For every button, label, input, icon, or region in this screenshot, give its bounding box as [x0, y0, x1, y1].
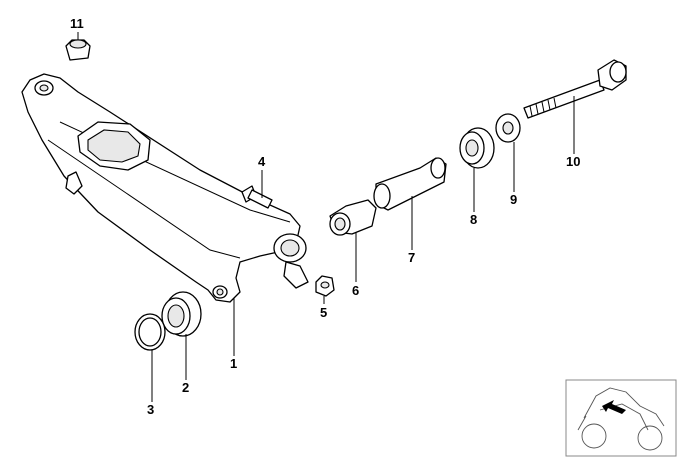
callout-10: 10: [566, 154, 580, 169]
callout-9: 9: [510, 192, 517, 207]
part-2-bearing: [161, 291, 202, 337]
part-7-sleeve: [373, 157, 447, 211]
callout-7: 7: [408, 250, 415, 265]
part-6-spacer: [329, 199, 377, 236]
part-10-axle-bolt: [523, 59, 627, 119]
part-9-washer: [495, 113, 521, 143]
callout-3: 3: [147, 402, 154, 417]
callout-labels: 11 4 1 2 3 5 6 7 8 9 10: [70, 16, 580, 417]
part-8-bearing: [459, 127, 495, 169]
callout-2: 2: [182, 380, 189, 395]
part-4-bolt: [241, 185, 273, 209]
leader-lines: [77, 32, 575, 402]
part-5-nut: [315, 275, 335, 297]
part-11-nut: [65, 39, 91, 61]
callout-6: 6: [352, 283, 359, 298]
motorcycle-location-inset: [565, 379, 677, 457]
callout-8: 8: [470, 212, 477, 227]
callout-1: 1: [230, 356, 237, 371]
callout-11: 11: [70, 16, 84, 31]
callout-5: 5: [320, 305, 327, 320]
part-3-circlip: [134, 313, 166, 351]
location-arrow-icon: [602, 400, 626, 414]
callout-4: 4: [258, 154, 266, 169]
swing-arm: [21, 73, 309, 303]
